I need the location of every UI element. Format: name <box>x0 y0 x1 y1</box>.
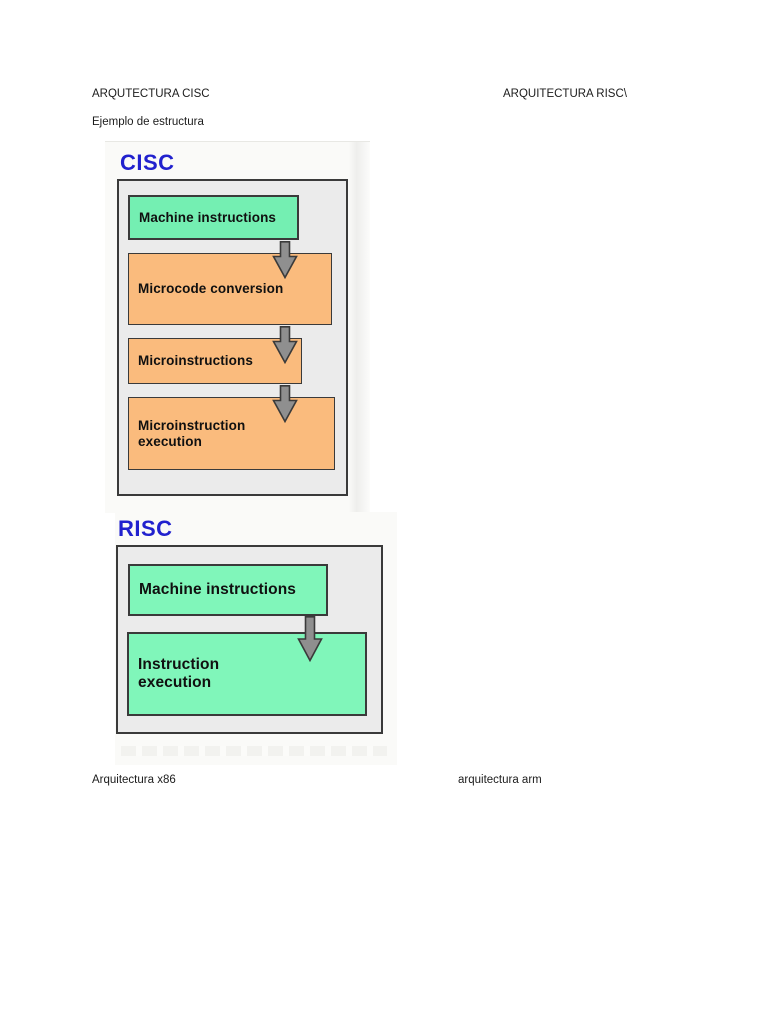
heading-arquitectura-risc: ARQUITECTURA RISC\ <box>503 88 627 100</box>
risc-box-instruction-execution: Instruction execution <box>127 632 367 716</box>
caption-arquitectura-x86: Arquitectura x86 <box>92 774 176 786</box>
risc-box-machine-instructions-label: Machine instructions <box>139 580 297 598</box>
cisc-box-microinstructions: Microinstructions <box>128 338 302 384</box>
caption-arquitectura-arm: arquitectura arm <box>458 774 542 786</box>
cisc-diagram-frame: Machine instructions Microcode conversio… <box>117 179 348 496</box>
cisc-box-microcode-conversion: Microcode conversion <box>128 253 332 325</box>
cisc-box-microinstruction-execution: Microinstruction execution <box>128 397 335 470</box>
down-arrow-icon <box>272 241 298 279</box>
risc-diagram-frame: Machine instructions Instruction executi… <box>116 545 383 734</box>
down-arrow-icon <box>272 385 298 423</box>
cisc-box-microinstructions-label: Microinstructions <box>138 353 253 369</box>
risc-diagram-title: RISC <box>118 516 173 541</box>
risc-box-instruction-execution-label: Instruction execution <box>138 655 220 691</box>
cisc-box-machine-instructions-label: Machine instructions <box>139 209 277 225</box>
cisc-diagram-image: CISC Machine instructions Microcode conv… <box>105 141 370 513</box>
cisc-box-microinstruction-execution-label: Microinstruction execution <box>138 417 246 449</box>
down-arrow-icon <box>272 326 298 364</box>
cisc-diagram-title: CISC <box>120 150 175 175</box>
down-arrow-icon <box>297 616 323 662</box>
heading-arquitectura-cisc: ARQUTECTURA CISC <box>92 88 210 100</box>
cisc-box-machine-instructions: Machine instructions <box>128 195 299 240</box>
subtitle-ejemplo: Ejemplo de estructura <box>92 116 204 128</box>
cisc-box-microcode-conversion-label: Microcode conversion <box>138 281 284 297</box>
risc-box-machine-instructions: Machine instructions <box>128 564 328 616</box>
risc-diagram-image: RISC Machine instructions Instruction ex… <box>115 512 397 765</box>
